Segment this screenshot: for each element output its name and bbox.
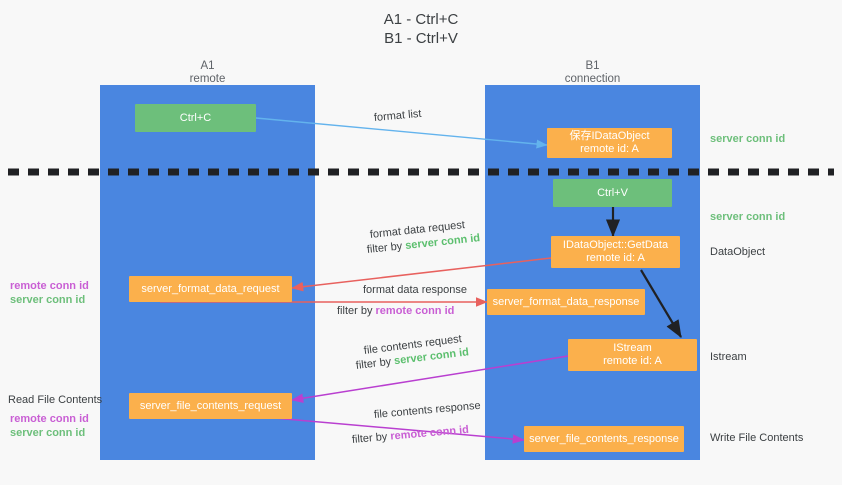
annotation-left-server-conn-2: server conn id [10, 427, 86, 439]
annotation-left-read-file-contents: Read File Contents [8, 394, 103, 406]
annotation-left-remote-conn-2: remote conn id [10, 413, 89, 425]
annotation-right-server-conn-top: server conn id [710, 133, 786, 145]
annotation-right-server-conn-mid: server conn id [710, 211, 786, 223]
page-title: A1 - Ctrl+C B1 - Ctrl+V [383, 11, 459, 47]
node-save-idataobject[interactable]: 保存IDataObject remote id: A [547, 128, 672, 158]
annotation-left-server-conn-1: server conn id [10, 294, 86, 306]
filter-prefix: filter by [355, 355, 395, 372]
node-ctrl-v[interactable]: Ctrl+V [553, 179, 672, 207]
lane-header-b1: B1 connection [485, 60, 700, 86]
annotation-left-remote-conn-1: remote conn id [10, 280, 89, 292]
node-server-format-data-request[interactable]: server_format_data_request [129, 276, 292, 302]
filter-value-remote-conn-id: remote conn id [389, 423, 470, 443]
annotation-right-istream: Istream [710, 351, 747, 363]
node-ctrl-c[interactable]: Ctrl+C [135, 104, 256, 132]
lane-header-a1-subtitle: remote [189, 73, 226, 85]
edge-label-format-list: format list [373, 107, 422, 124]
lane-header-b1-name: B1 [585, 60, 600, 72]
edge-label-file-contents-response-filter: filter by remote conn id [351, 423, 469, 448]
annotation-right-write-file-contents: Write File Contents [710, 432, 804, 444]
filter-prefix: filter by [366, 240, 406, 256]
lane-header-b1-subtitle: connection [564, 73, 621, 85]
edge-label-format-data-response-filter: filter by remote conn id [337, 304, 454, 319]
node-idataobject-getdata[interactable]: IDataObject::GetData remote id: A [551, 236, 680, 268]
node-istream[interactable]: IStream remote id: A [568, 339, 697, 371]
filter-prefix: filter by [351, 430, 391, 446]
edge-label-file-contents-response: file contents response [373, 399, 482, 421]
filter-prefix: filter by [337, 305, 376, 317]
lane-header-a1-name: A1 [200, 60, 215, 72]
annotation-right-dataobject: DataObject [710, 246, 766, 258]
node-server-file-contents-response[interactable]: server_file_contents_response [524, 426, 684, 452]
lane-header-a1: A1 remote [100, 60, 315, 86]
edge-label-format-data-response: format data response [363, 284, 467, 296]
node-server-file-contents-request[interactable]: server_file_contents_request [129, 393, 292, 419]
filter-value-remote-conn-id: remote conn id [375, 305, 455, 317]
node-server-format-data-response[interactable]: server_format_data_response [487, 289, 645, 315]
